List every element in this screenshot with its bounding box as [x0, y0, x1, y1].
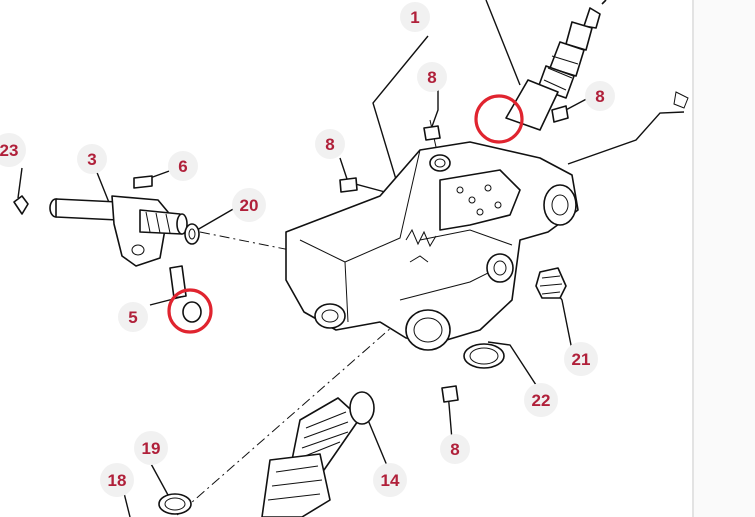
- callout-14: 14: [373, 463, 407, 497]
- callout-22: 22: [524, 383, 558, 417]
- relief-cartridge: [158, 391, 375, 517]
- callout-6: 6: [168, 151, 198, 181]
- svg-text:14: 14: [381, 471, 400, 490]
- svg-text:5: 5: [128, 308, 137, 327]
- panel-divider: [692, 0, 694, 517]
- svg-text:8: 8: [325, 135, 334, 154]
- callout-8b: 8: [585, 81, 615, 111]
- callout-21: 21: [564, 342, 598, 376]
- svg-text:18: 18: [108, 471, 127, 490]
- callout-8d: 8: [440, 434, 470, 464]
- svg-text:20: 20: [240, 196, 259, 215]
- right-panel-strip: [694, 0, 755, 517]
- plug-parts: [339, 105, 569, 403]
- valve-body: [285, 141, 579, 351]
- svg-text:3: 3: [87, 150, 96, 169]
- svg-text:23: 23: [0, 141, 18, 160]
- highlight-circle-lower: [167, 288, 213, 334]
- svg-text:21: 21: [572, 350, 591, 369]
- highlight-circle-upper: [474, 94, 524, 144]
- callout-18: 18: [100, 463, 134, 497]
- callout-19: 19: [134, 431, 168, 465]
- plug-21-oring-22: [463, 91, 689, 369]
- svg-text:22: 22: [532, 391, 551, 410]
- svg-text:8: 8: [427, 68, 436, 87]
- leader-lines: [17, 0, 685, 517]
- svg-text:8: 8: [595, 87, 604, 106]
- svg-text:8: 8: [450, 440, 459, 459]
- svg-text:19: 19: [142, 439, 161, 458]
- spool-left: [13, 175, 202, 323]
- callout-5: 5: [118, 302, 148, 332]
- spool-upper: [505, 0, 607, 131]
- callout-1: 1: [400, 2, 430, 32]
- callout-3: 3: [77, 144, 107, 174]
- callout-8a: 8: [417, 62, 447, 92]
- svg-text:1: 1: [410, 8, 419, 27]
- callout-23: 23: [0, 133, 26, 167]
- callout-8c: 8: [315, 129, 345, 159]
- svg-text:6: 6: [178, 157, 187, 176]
- callout-20: 20: [232, 188, 266, 222]
